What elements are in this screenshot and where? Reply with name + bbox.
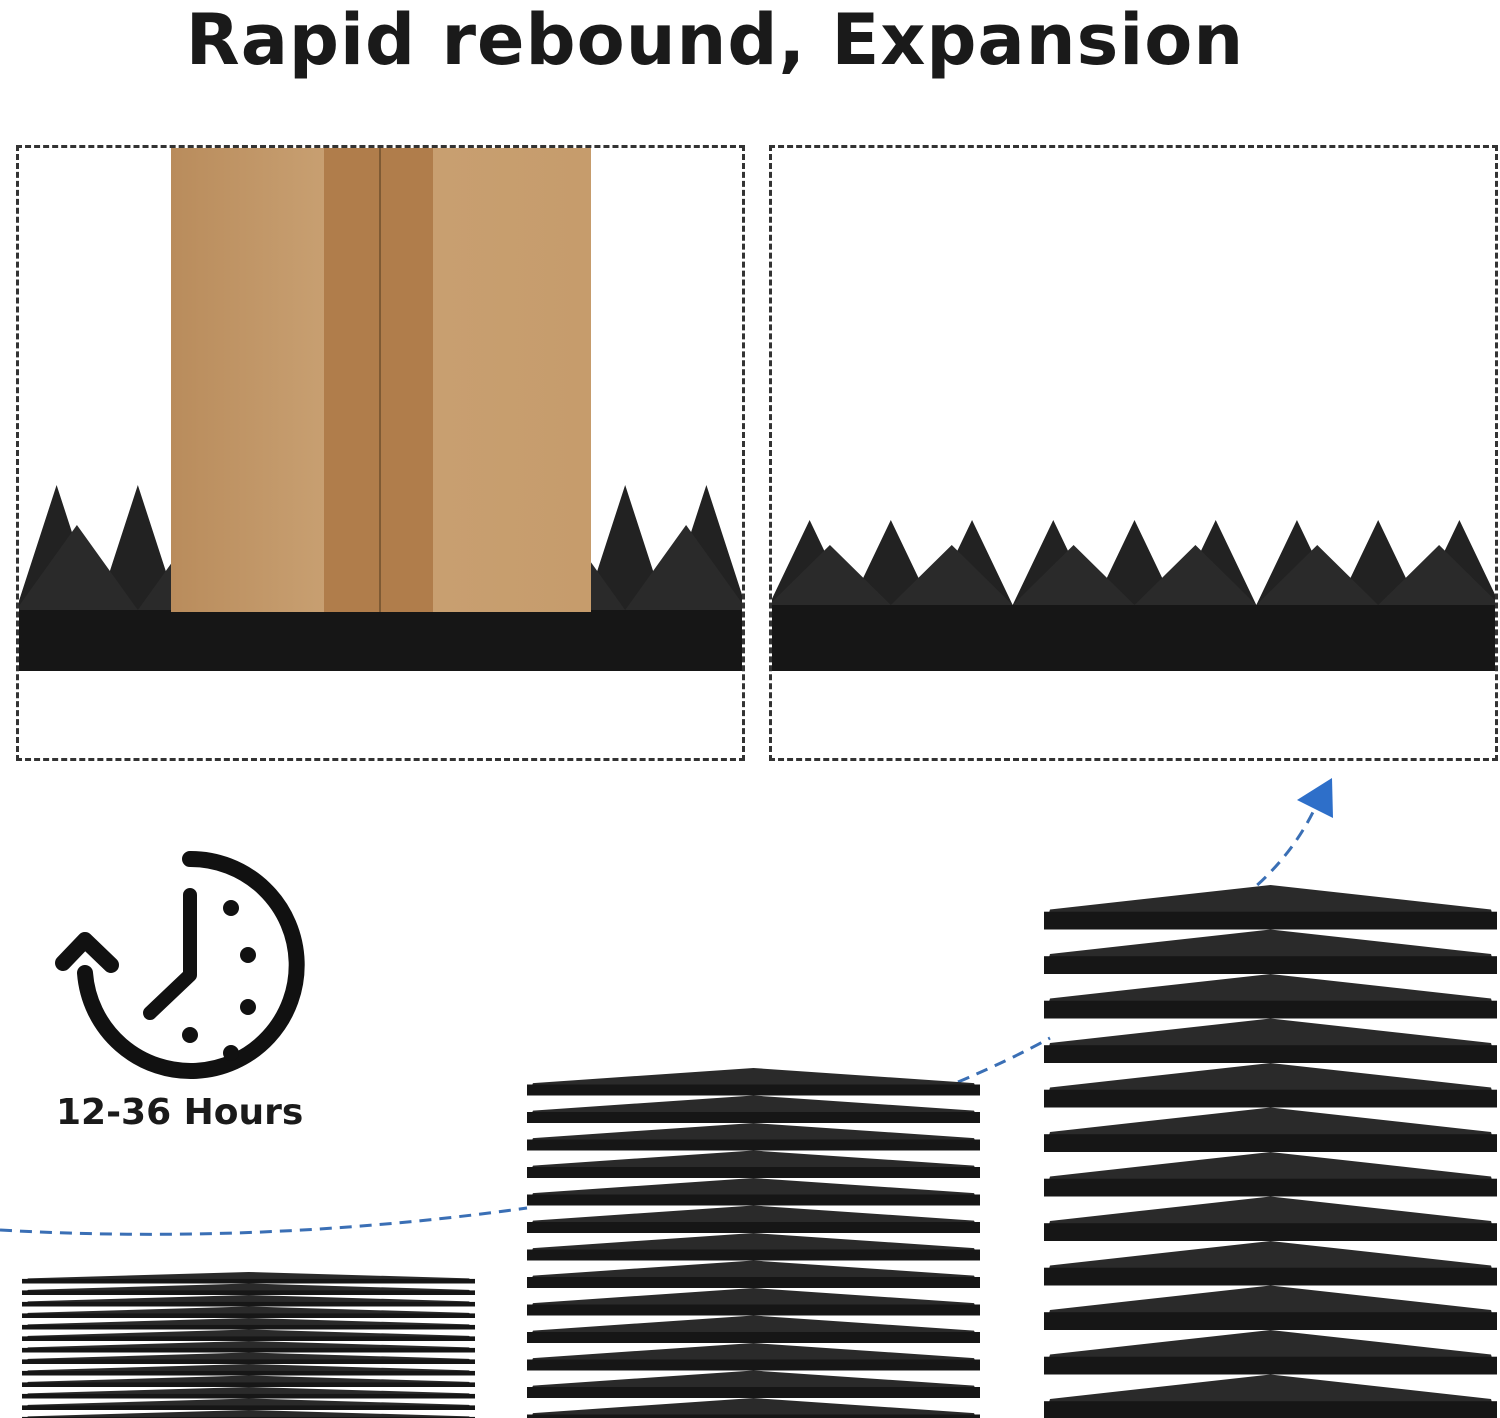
- page-title: Rapid rebound, Expansion: [185, 0, 1245, 81]
- foam-layer-edge: [22, 1359, 475, 1364]
- foam-layer-edge: [527, 1304, 980, 1316]
- foam-layer-edge: [527, 1277, 980, 1288]
- foam-layer-edge: [22, 1370, 475, 1376]
- packing-tape: [324, 148, 433, 612]
- foam-panel-image: [772, 520, 1495, 671]
- foam-layer-edge: [1044, 1223, 1497, 1241]
- foam-layer-edge: [22, 1347, 475, 1353]
- expanded-foam-panel: [769, 145, 1498, 761]
- foam-layer-edge: [1044, 1401, 1497, 1418]
- foam-layer-edge: [22, 1382, 475, 1387]
- clock-icon: [55, 850, 305, 1079]
- foam-layer-edge: [1044, 1178, 1497, 1197]
- foam-layer-edge: [527, 1359, 980, 1371]
- foam-layer-edge: [22, 1393, 475, 1399]
- foam-layer-edge: [1044, 911, 1497, 930]
- foam-layer-edge: [527, 1249, 980, 1261]
- foam-layer-edge: [1044, 1134, 1497, 1152]
- compressed-foam-panel: [16, 145, 745, 761]
- arrow-head-icon: [1297, 778, 1333, 818]
- foam-layer-edge: [22, 1278, 475, 1284]
- foam-layer-edge: [1044, 956, 1497, 974]
- foam-layer-edge: [1044, 1000, 1497, 1019]
- foam-layer-edge: [22, 1313, 475, 1318]
- foam-layer-edge: [527, 1194, 980, 1206]
- foam-layer-edge: [1044, 1356, 1497, 1375]
- foam-layer-edge: [527, 1387, 980, 1398]
- foam-base: [19, 610, 742, 671]
- foam-layer-edge: [22, 1416, 475, 1418]
- foam-layer-edge: [1044, 1267, 1497, 1286]
- foam-layer-edge: [527, 1112, 980, 1123]
- foam-layer-edge: [527, 1167, 980, 1178]
- foam-layer-edge: [1044, 1045, 1497, 1063]
- foam-layer-edge: [22, 1336, 475, 1341]
- foam-layer-edge: [527, 1222, 980, 1233]
- foam-layer-edge: [1044, 1312, 1497, 1330]
- foam-layer-edge: [527, 1084, 980, 1096]
- foam-layer: [530, 1398, 977, 1418]
- foam-layer-edge: [527, 1332, 980, 1343]
- foam-layer-edge: [22, 1405, 475, 1410]
- foam-layer-edge: [22, 1290, 475, 1295]
- foam-layer-edge: [22, 1324, 475, 1330]
- duration-label: 12-36 Hours: [56, 1092, 304, 1133]
- cardboard-box: [171, 148, 591, 612]
- foam-layer-edge: [22, 1301, 475, 1307]
- foam-layer: [26, 1410, 471, 1418]
- foam-layer-edge: [527, 1139, 980, 1151]
- foam-base: [772, 605, 1495, 671]
- foam-layer-edge: [1044, 1089, 1497, 1108]
- foam-layer-edge: [527, 1414, 980, 1418]
